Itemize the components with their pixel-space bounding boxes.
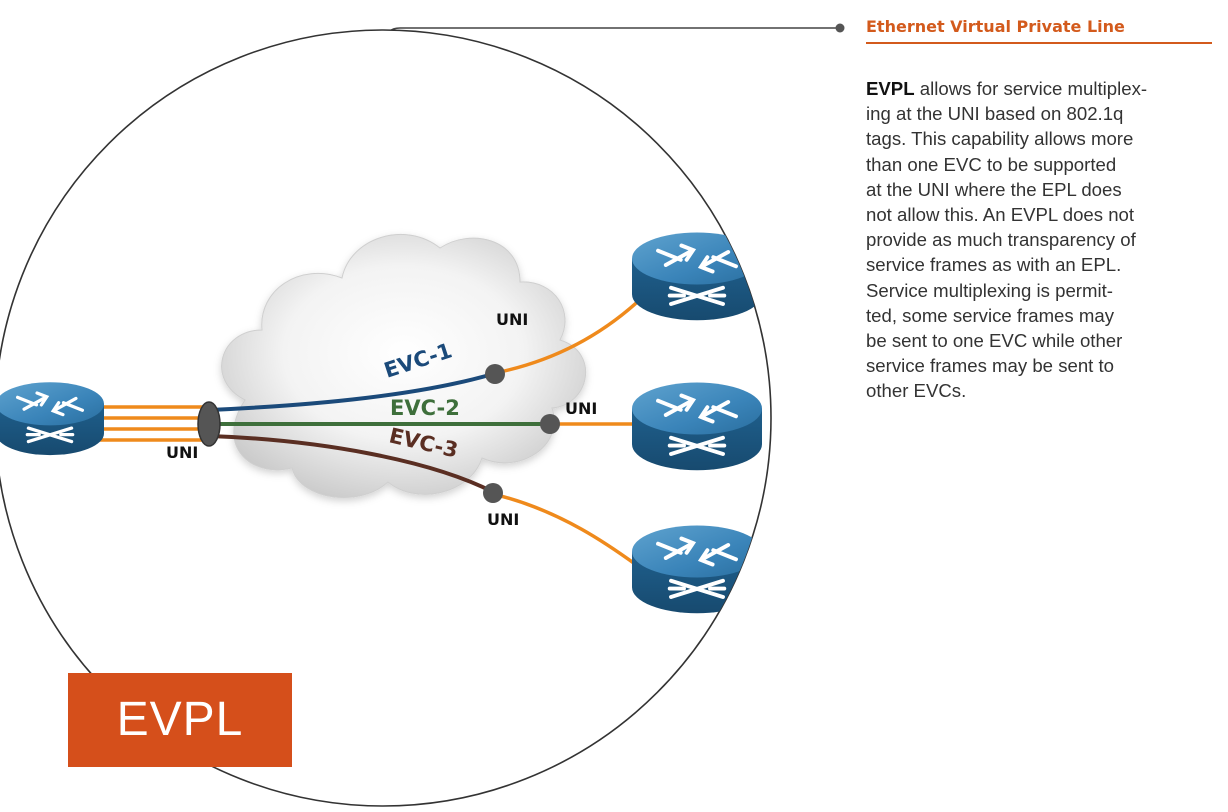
uni-endpoint [197, 401, 221, 447]
uni-endpoint [540, 414, 560, 434]
uni-label: UNI [487, 510, 519, 529]
cloud-icon [221, 233, 587, 499]
description-term: EVPL [866, 78, 915, 99]
description-line: service frames as with an EPL. [866, 254, 1122, 276]
router-icon [630, 380, 764, 473]
callout-dot [835, 23, 845, 33]
uni-label: UNI [496, 310, 528, 329]
description-line: service frames may be sent to [866, 355, 1115, 377]
description-line: EVPL allows for service multiplex- [866, 78, 1148, 99]
description-line: tags. This capability allows more [866, 128, 1134, 150]
description-line: than one EVC to be supported [866, 153, 1117, 175]
sidebar-divider [866, 42, 1212, 44]
description-line: ted, some service frames may [866, 304, 1114, 326]
uni-endpoint [483, 483, 503, 503]
description-line: be sent to one EVC while other [866, 330, 1123, 352]
router-icon [0, 380, 106, 457]
description-line: ing at the UNI based on 802.1q [866, 103, 1124, 125]
description-line: not allow this. An EVPL does not [866, 204, 1135, 226]
description-line: at the UNI where the EPL does [866, 178, 1122, 200]
uni-label: UNI [166, 443, 198, 462]
uni-endpoint [485, 364, 505, 384]
router-icon [630, 523, 764, 616]
router-icon [630, 230, 764, 323]
uni-label: UNI [565, 399, 597, 418]
access-link [494, 288, 652, 375]
evc-1-line [209, 372, 494, 412]
service-type-badge: EVPL [68, 673, 292, 767]
description-line: provide as much transparency of [866, 229, 1136, 251]
evc-3-line [209, 434, 494, 494]
description-line: Service multiplexing is permit- [866, 279, 1113, 301]
sidebar-description: EVPL allows for service multiplex- ing a… [866, 76, 1216, 404]
sidebar-title: Ethernet Virtual Private Line [866, 17, 1125, 36]
evc-2-label: EVC-2 [390, 396, 460, 420]
description-line: other EVCs. [866, 380, 967, 402]
